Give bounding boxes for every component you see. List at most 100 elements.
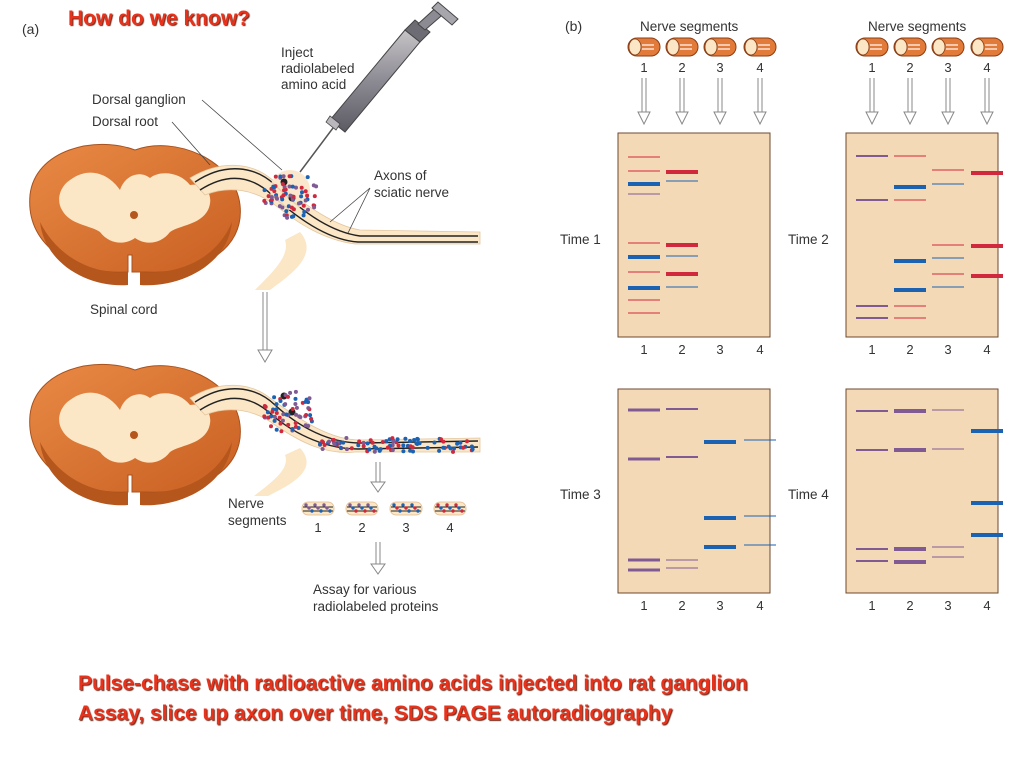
gel-lane-number: 1 xyxy=(868,342,875,357)
radiolabel-dots-ganglion xyxy=(262,174,319,220)
radiolabel-dot xyxy=(298,415,303,420)
down-arrow-icon xyxy=(370,462,386,493)
radiolabel-dot xyxy=(448,506,452,510)
segment-number: 3 xyxy=(402,520,409,535)
gel-band xyxy=(856,317,888,319)
radiolabel-dot xyxy=(306,406,311,411)
radiolabel-dot xyxy=(278,421,283,426)
radiolabel-dot xyxy=(370,440,375,445)
radiolabel-dot xyxy=(293,389,298,394)
radiolabel-dot xyxy=(356,443,361,448)
radiolabel-dot xyxy=(415,442,420,446)
gel-band xyxy=(628,170,660,172)
gel-band xyxy=(856,449,888,451)
radiolabel-dot xyxy=(390,436,395,441)
down-arrow-icon xyxy=(713,111,727,126)
radiolabel-dot xyxy=(365,441,370,446)
segment-pill-end xyxy=(932,38,946,56)
radiolabel-dot xyxy=(274,195,279,200)
radiolabel-dot xyxy=(307,506,311,510)
radiolabel-dot xyxy=(290,184,295,189)
caption-line-1: Pulse-chase with radioactive amino acids… xyxy=(78,672,748,695)
radiolabel-dot xyxy=(291,194,296,199)
radiolabel-dot xyxy=(278,174,283,179)
radiolabel-dot xyxy=(401,449,406,454)
radiolabel-dot xyxy=(300,190,304,195)
radiolabel-dot xyxy=(293,421,298,425)
radiolabel-dot xyxy=(281,412,286,417)
gel-band xyxy=(628,312,660,314)
radiolabel-dot xyxy=(312,205,317,210)
radiolabel-dot xyxy=(398,509,402,513)
radiolabel-dot xyxy=(322,443,327,447)
radiolabel-dot xyxy=(384,439,389,444)
radiolabel-dot xyxy=(277,415,282,420)
gel-lane-number: 4 xyxy=(983,342,990,357)
gel-band xyxy=(666,180,698,182)
gel-band xyxy=(856,560,888,562)
radiolabel-dot xyxy=(282,188,286,193)
gel-background xyxy=(617,388,771,594)
radiolabel-dot xyxy=(357,503,361,507)
gel-band xyxy=(628,568,660,572)
gel-lane-number: 3 xyxy=(716,342,723,357)
radiolabel-dot xyxy=(310,509,314,513)
gel-band xyxy=(894,199,926,201)
radiolabel-dot xyxy=(451,449,455,454)
gel-band xyxy=(894,448,926,452)
gel-band xyxy=(932,556,964,558)
gel-lane-number: 1 xyxy=(640,598,647,613)
radiolabel-dot xyxy=(269,414,274,419)
radiolabel-dot xyxy=(461,445,466,450)
gel-band xyxy=(744,515,776,517)
spinal-cord-label: Spinal cord xyxy=(90,302,158,317)
gel-time-label: Time 3 xyxy=(560,487,601,502)
radiolabel-dot xyxy=(313,503,317,507)
radiolabel-dot xyxy=(328,509,332,513)
gel-lane-number: 1 xyxy=(640,342,647,357)
radiolabel-dot xyxy=(305,175,310,180)
segment-number: 2 xyxy=(358,520,365,535)
radiolabel-dot xyxy=(287,174,292,179)
radiolabel-dot xyxy=(458,440,463,445)
caption-line-2: Assay, slice up axon over time, SDS PAGE… xyxy=(78,702,673,725)
lane-number: 3 xyxy=(944,60,951,75)
radiolabel-dot xyxy=(266,194,271,199)
axons-label-2: sciatic nerve xyxy=(374,185,449,200)
radiolabel-dot xyxy=(303,198,308,203)
radiolabel-dot xyxy=(281,193,286,198)
gel-band xyxy=(666,243,698,247)
radiolabel-dot xyxy=(391,439,396,444)
radiolabel-dot xyxy=(390,448,395,453)
radiolabel-dot xyxy=(403,436,408,441)
radiolabel-dot xyxy=(437,448,442,453)
radiolabel-dot xyxy=(289,205,294,210)
radiolabel-dot xyxy=(272,189,277,194)
radiolabel-dot xyxy=(294,185,298,190)
radiolabel-dot xyxy=(285,215,290,220)
radiolabel-dot xyxy=(319,509,323,513)
radiolabel-dot xyxy=(278,399,283,403)
radiolabel-dot xyxy=(441,445,446,450)
radiolabel-dot xyxy=(293,396,298,401)
gel-background xyxy=(845,132,999,338)
radiolabel-dot xyxy=(304,413,309,417)
assay-label-1: Assay for various xyxy=(313,582,417,597)
radiolabel-dots-axon xyxy=(262,389,475,454)
radiolabel-dot xyxy=(299,194,304,199)
radiolabel-dot xyxy=(372,449,377,454)
radiolabel-dot xyxy=(306,207,310,212)
syringe-icon xyxy=(299,1,459,173)
axons-label-1: Axons of xyxy=(374,168,427,183)
gel-band xyxy=(894,259,926,263)
segment-number: 4 xyxy=(446,520,453,535)
gel-lane-number: 2 xyxy=(906,342,913,357)
gel-band xyxy=(744,439,776,441)
radiolabel-dot xyxy=(372,444,377,449)
radiolabel-dot xyxy=(432,440,437,445)
